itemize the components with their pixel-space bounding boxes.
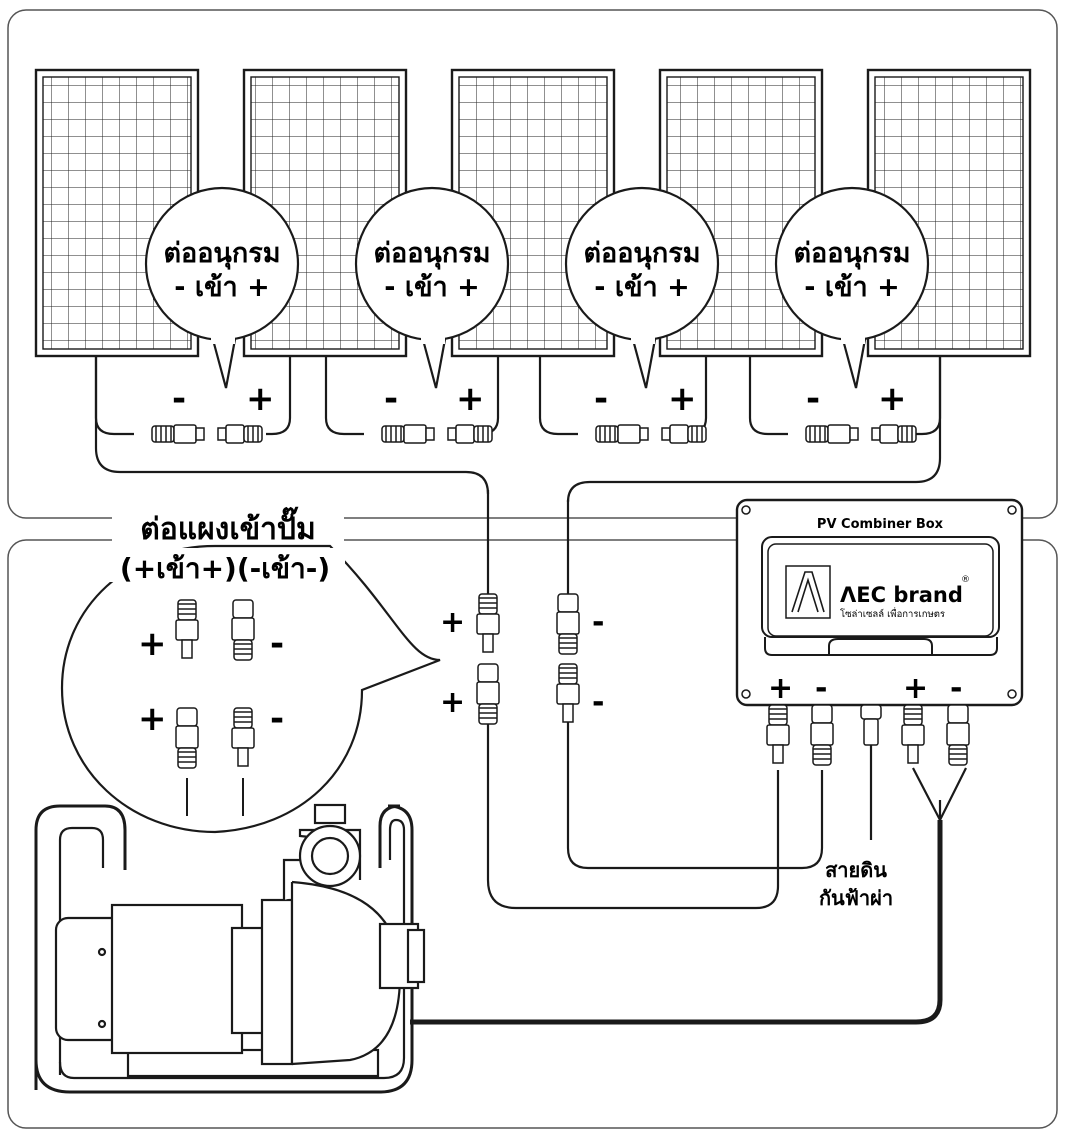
panel-series-wires — [94, 356, 942, 503]
callout-plus-top: + — [138, 624, 167, 664]
mc4-male-connector — [661, 424, 707, 444]
combiner-connectors — [766, 704, 970, 766]
mc4-male-connector — [766, 704, 790, 764]
combiner-box-title: PV Combiner Box — [817, 517, 944, 532]
series-bubble: ต่ออนุกรม- เข้า + — [354, 186, 510, 389]
panel-minus-sign: - — [172, 379, 186, 419]
string-main-wires — [486, 490, 967, 910]
middle-plus-bottom: + — [440, 685, 465, 720]
pump-callout-title: ต่อแผงเข้าปั๊ม — [140, 506, 316, 547]
mc4-male-connector — [901, 704, 925, 764]
mc4-female-connector — [151, 424, 205, 444]
mc4-female-connector — [231, 599, 255, 661]
mc4-female-connector — [476, 663, 500, 725]
mc4-male-connector — [447, 424, 493, 444]
panel-polarity-signs: - + - + - + - + — [172, 379, 907, 419]
ground-label-line1: สายดิน — [825, 858, 887, 882]
panel-mc4-connectors — [151, 424, 917, 444]
series-bubbles: ต่ออนุกรม- เข้า +ต่ออนุกรม- เข้า +ต่ออนุ… — [144, 186, 930, 389]
mc4-male-connector — [175, 599, 199, 659]
mc4-female-connector — [810, 704, 834, 766]
mc4-female-connector — [946, 704, 970, 766]
bubble-line2: - เข้า + — [594, 272, 689, 303]
callout-connectors — [175, 599, 255, 769]
mc4-male-connector — [871, 424, 917, 444]
panel-plus-sign: + — [246, 379, 275, 419]
panel-minus-sign: - — [806, 379, 820, 419]
combiner-minus-1: - — [815, 671, 827, 706]
bubble-line1: ต่ออนุกรม — [373, 238, 490, 270]
middle-plus-top: + — [440, 605, 465, 640]
pv-combiner-box — [735, 498, 1024, 707]
ground-gland — [860, 704, 882, 746]
bubble-line1: ต่ออนุกรม — [583, 238, 700, 270]
panel-minus-sign: - — [384, 379, 398, 419]
callout-minus-top: - — [270, 624, 284, 664]
mc4-female-connector — [175, 707, 199, 769]
mc4-male-connector — [217, 424, 263, 444]
middle-mc4-connectors — [476, 593, 580, 725]
bubble-line1: ต่ออนุกรม — [793, 238, 910, 270]
series-bubble: ต่ออนุกรม- เข้า + — [774, 186, 930, 389]
bubble-line2: - เข้า + — [174, 272, 269, 303]
panel-plus-sign: + — [456, 379, 485, 419]
mc4-female-connector — [381, 424, 435, 444]
panel-plus-sign: + — [878, 379, 907, 419]
combiner-brand-name: ΛEC brand — [840, 583, 963, 607]
mc4-male-connector — [231, 707, 255, 767]
pump-section-frame — [7, 539, 1058, 1129]
bubble-line2: - เข้า + — [804, 272, 899, 303]
callout-minus-bottom: - — [270, 699, 284, 739]
panel-plus-sign: + — [668, 379, 697, 419]
panels-section-frame — [7, 9, 1058, 519]
middle-minus-top: - — [592, 605, 604, 640]
bubble-line1: ต่ออนุกรม — [163, 238, 280, 270]
combiner-minus-2: - — [950, 671, 962, 706]
mc4-male-connector — [556, 663, 580, 723]
combiner-plus-1: + — [768, 671, 793, 706]
ground-label-line2: กันฟ้าผ่า — [819, 886, 893, 910]
series-bubble: ต่ออนุกรม- เข้า + — [144, 186, 300, 389]
mc4-female-connector — [805, 424, 859, 444]
mc4-female-connector — [556, 593, 580, 655]
combiner-plus-2: + — [903, 671, 928, 706]
callout-plus-bottom: + — [138, 699, 167, 739]
middle-minus-bottom: - — [592, 685, 604, 720]
series-bubble: ต่ออนุกรม- เข้า + — [564, 186, 720, 389]
pump-callout-subtitle: (+เข้า+)(-เข้า-) — [120, 552, 330, 585]
mc4-male-connector — [476, 593, 500, 653]
mc4-female-connector — [595, 424, 649, 444]
combiner-brand-registered: ® — [961, 575, 970, 585]
panel-minus-sign: - — [594, 379, 608, 419]
bubble-line2: - เข้า + — [384, 272, 479, 303]
callout-leads — [186, 778, 244, 816]
pump-callout-bubble — [60, 544, 441, 834]
combiner-brand-tagline: โซล่าเซลล์ เพื่อการเกษตร — [840, 607, 945, 620]
water-pump — [34, 803, 426, 1094]
pump-cable — [410, 820, 943, 1025]
